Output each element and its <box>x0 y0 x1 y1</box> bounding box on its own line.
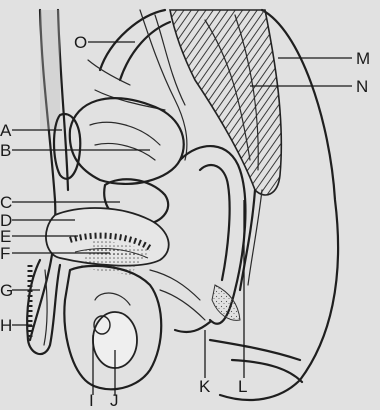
label-G: G <box>0 281 13 300</box>
label-M: M <box>356 49 370 68</box>
label-B: B <box>0 141 11 160</box>
label-H: H <box>0 316 12 335</box>
label-K: K <box>199 377 211 396</box>
label-L: L <box>238 377 247 396</box>
label-N: N <box>356 77 368 96</box>
label-C: C <box>0 193 12 212</box>
label-J: J <box>110 391 119 410</box>
label-I: I <box>89 391 94 410</box>
label-A: A <box>0 121 12 140</box>
label-O: O <box>74 33 87 52</box>
label-F: F <box>0 244 10 263</box>
